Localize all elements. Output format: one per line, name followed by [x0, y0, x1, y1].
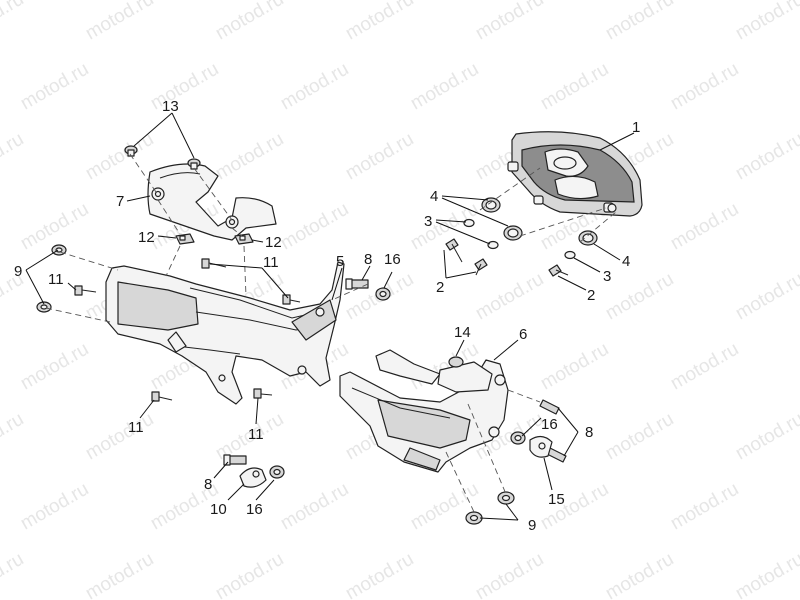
watermark-text: motod.ru — [342, 549, 417, 600]
callout-2-right: 2 — [587, 287, 595, 304]
callout-7: 7 — [116, 193, 124, 210]
callout-9-left: 9 — [14, 263, 22, 280]
part-instrument-cluster — [507, 131, 643, 217]
watermark-text: motod.ru — [602, 0, 677, 44]
watermark-text: motod.ru — [342, 0, 417, 44]
watermark-text: motod.ru — [82, 409, 157, 465]
watermark-text: motod.ru — [147, 59, 222, 115]
watermark-text: motod.ru — [732, 129, 800, 185]
watermark-text: motod.ru — [732, 269, 800, 325]
callout-9-bottom: 9 — [528, 517, 536, 534]
watermark-text: motod.ru — [472, 549, 547, 600]
callout-2-left: 2 — [436, 279, 444, 296]
watermark-text: motod.ru — [212, 0, 287, 44]
callout-8-top: 8 — [364, 251, 372, 268]
watermark-text: motod.ru — [212, 549, 287, 600]
watermark-text: motod.ru — [277, 59, 352, 115]
watermark-text: motod.ru — [602, 409, 677, 465]
callout-16-right: 16 — [541, 416, 558, 433]
watermark-text: motod.ru — [602, 269, 677, 325]
callout-11-left: 11 — [48, 271, 64, 288]
watermark-text: motod.ru — [0, 409, 27, 465]
callout-11-bottom: 11 — [248, 426, 264, 443]
watermark-text: motod.ru — [277, 479, 352, 535]
watermark-text: motod.ru — [667, 339, 742, 395]
part-rubber-plug — [448, 356, 464, 368]
watermark-text: motod.ru — [732, 549, 800, 600]
watermark-text: motod.ru — [472, 0, 547, 44]
callout-3-left: 3 — [424, 213, 432, 230]
watermark-text: motod.ru — [667, 59, 742, 115]
callout-3-right: 3 — [603, 268, 611, 285]
callout-5: 5 — [336, 253, 344, 270]
watermark-text: motod.ru — [17, 339, 92, 395]
callout-8-right: 8 — [585, 424, 593, 441]
watermark-text: motod.ru — [82, 0, 157, 44]
watermark-text: motod.ru — [537, 59, 612, 115]
watermark-text: motod.ru — [277, 199, 352, 255]
callout-4-left: 4 — [430, 188, 438, 205]
callout-12-right: 12 — [265, 234, 282, 251]
watermark-text: motod.ru — [537, 339, 612, 395]
part-washers — [463, 218, 576, 260]
callout-4-right: 4 — [622, 253, 630, 270]
watermark-text: motod.ru — [602, 549, 677, 600]
part-grommet-upper — [481, 197, 523, 241]
callout-14: 14 — [454, 324, 471, 341]
callout-leaders — [25, 112, 635, 521]
callout-12-left: 12 — [138, 229, 155, 246]
callout-10: 10 — [210, 501, 227, 518]
callout-labels: 1 2 2 3 3 4 4 5 6 7 8 8 8 9 9 10 11 11 1… — [14, 98, 640, 534]
watermark-text: motod.ru — [407, 59, 482, 115]
watermark-text: motod.ru — [212, 129, 287, 185]
watermark-text: motod.ru — [732, 0, 800, 44]
watermark-text: motod.ru — [0, 0, 27, 44]
watermark-text: motod.ru — [472, 269, 547, 325]
part-screws-2 — [445, 238, 569, 277]
watermark-text: motod.ru — [17, 59, 92, 115]
watermark-text: motod.ru — [17, 479, 92, 535]
part-main-bracket — [105, 261, 345, 405]
callout-8-left: 8 — [204, 476, 212, 493]
watermark-text: motod.ru — [667, 479, 742, 535]
callout-13: 13 — [162, 98, 179, 115]
callout-11-top: 11 — [263, 254, 279, 271]
callout-11-bottom-left: 11 — [128, 419, 144, 436]
watermark-text: motod.ru — [667, 199, 742, 255]
callout-6: 6 — [519, 326, 527, 343]
callout-16-top: 16 — [384, 251, 401, 268]
part-grommet-lower — [578, 230, 598, 246]
part-speed-clips — [175, 233, 254, 245]
assembly-guide-lines — [45, 153, 617, 513]
part-lower-bracket — [339, 349, 509, 473]
part-spacers-bottom — [465, 491, 515, 525]
watermark-text: motod.ru — [732, 409, 800, 465]
watermark-text: motod.ru — [82, 129, 157, 185]
callout-16-bottom: 16 — [246, 501, 263, 518]
watermark-text: motod.ru — [0, 129, 27, 185]
callout-1: 1 — [632, 119, 640, 136]
watermark-text: motod.ru — [342, 129, 417, 185]
part-cable-clamps — [239, 435, 553, 488]
watermark-text: motod.ru — [82, 549, 157, 600]
watermark-text: motod.ru — [0, 549, 27, 600]
callout-15: 15 — [548, 491, 565, 508]
